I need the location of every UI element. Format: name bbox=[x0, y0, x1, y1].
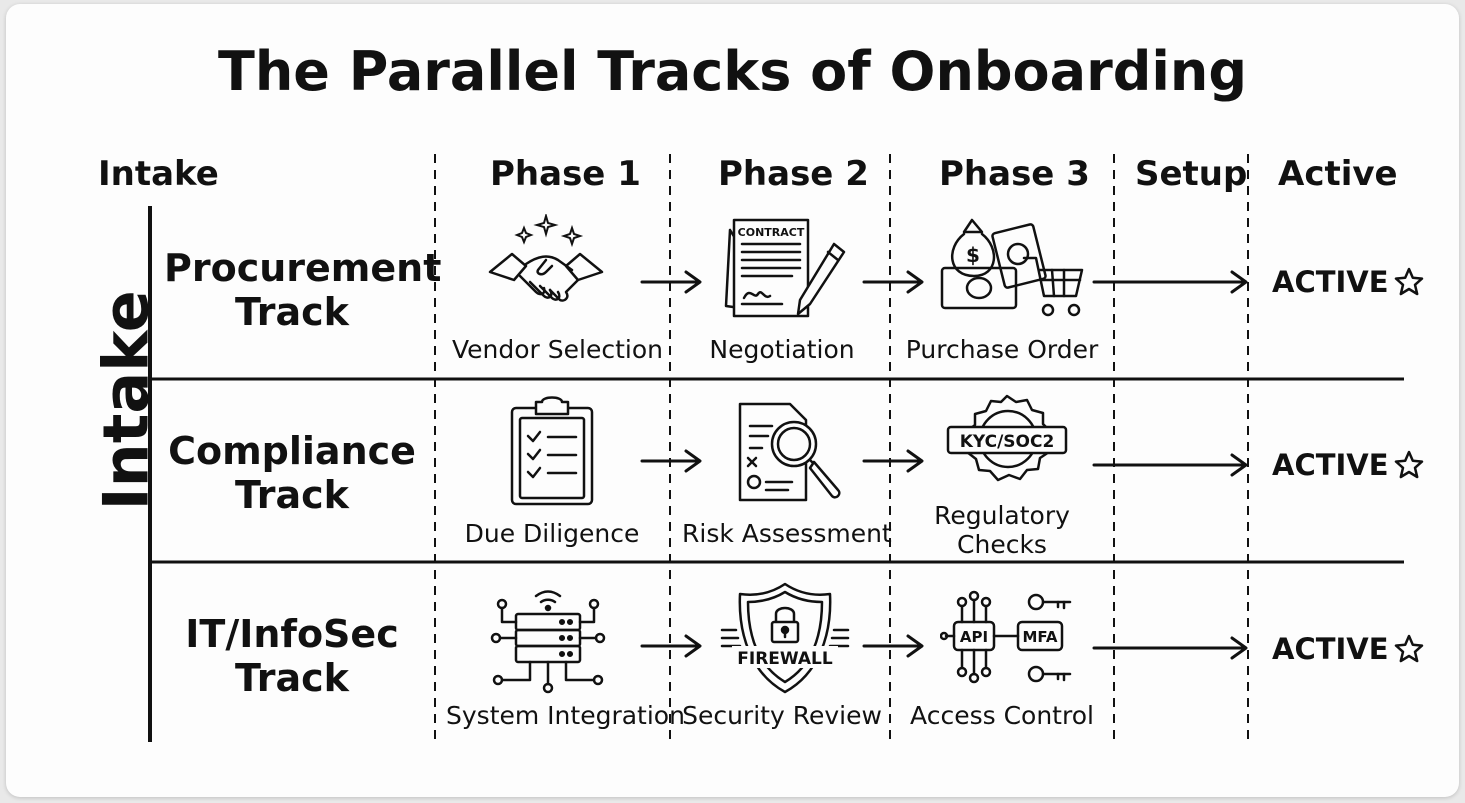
api-mfa-keys-icon: API MFA bbox=[940, 590, 1072, 684]
shield-lock-icon: FIREWALL bbox=[720, 582, 850, 694]
svg-text:KYC/SOC2: KYC/SOC2 bbox=[960, 432, 1055, 452]
star-icon bbox=[1394, 267, 1423, 296]
step-label-risk-assessment: Risk Assessment bbox=[682, 519, 892, 548]
active-status-procurement: ACTIVE bbox=[1272, 265, 1425, 299]
handshake-icon bbox=[488, 214, 604, 302]
column-header-phase-3: Phase 3 bbox=[939, 154, 1090, 194]
contract-icon: CONTRACT bbox=[724, 218, 846, 318]
diagram-card: The Parallel Tracks of Onboarding Intake… bbox=[6, 4, 1459, 797]
money-cart-icon: $ bbox=[940, 218, 1084, 317]
clipboard-checklist-icon bbox=[510, 396, 594, 506]
active-status-compliance: ACTIVE bbox=[1272, 448, 1425, 482]
step-label-security-review: Security Review bbox=[682, 701, 882, 730]
column-header-intake: Intake bbox=[98, 154, 219, 194]
track-name-compliance: Compliance Track bbox=[168, 429, 416, 517]
column-header-phase-1: Phase 1 bbox=[490, 154, 641, 194]
step-label-access-control: Access Control bbox=[910, 701, 1094, 730]
seal-stamp-icon: KYC/SOC2 bbox=[946, 394, 1068, 482]
diagram-title: The Parallel Tracks of Onboarding bbox=[218, 40, 1247, 103]
svg-text:MFA: MFA bbox=[1022, 628, 1057, 646]
grid-lines bbox=[148, 154, 1404, 744]
server-network-icon bbox=[490, 590, 606, 694]
track-name-itinfosec: IT/InfoSec Track bbox=[185, 612, 399, 700]
star-icon bbox=[1394, 634, 1423, 663]
document-magnifier-icon bbox=[738, 402, 841, 502]
step-label-due-diligence: Due Diligence bbox=[464, 519, 640, 548]
star-icon bbox=[1394, 450, 1423, 479]
svg-text:CONTRACT: CONTRACT bbox=[738, 226, 805, 239]
track-name-procurement: Procurement Track bbox=[164, 246, 442, 334]
step-label-regulatory-checks: Regulatory Checks bbox=[934, 501, 1070, 559]
column-header-phase-2: Phase 2 bbox=[718, 154, 869, 194]
active-status-itinfosec: ACTIVE bbox=[1272, 632, 1425, 666]
svg-text:$: $ bbox=[966, 243, 980, 267]
step-label-vendor-selection: Vendor Selection bbox=[452, 335, 663, 364]
column-header-active: Active bbox=[1278, 154, 1398, 194]
step-label-system-integration: System Integration bbox=[446, 701, 685, 730]
step-label-purchase-order: Purchase Order bbox=[905, 335, 1099, 364]
column-header-setup: Setup bbox=[1135, 154, 1248, 194]
svg-text:FIREWALL: FIREWALL bbox=[737, 649, 833, 669]
svg-text:API: API bbox=[960, 628, 988, 646]
step-label-negotiation: Negotiation bbox=[709, 335, 855, 364]
